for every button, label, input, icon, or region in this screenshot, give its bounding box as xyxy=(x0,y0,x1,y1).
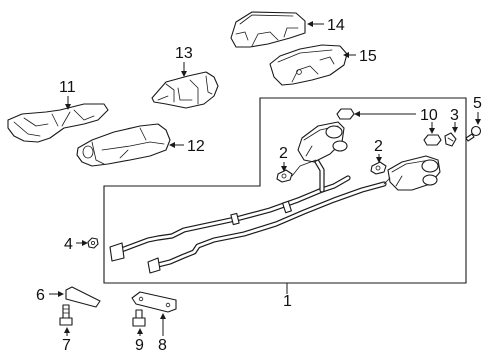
callout-4: 4 xyxy=(64,236,73,253)
heat-shield-center[interactable] xyxy=(151,71,219,109)
callout-11: 11 xyxy=(59,79,76,96)
callout-7: 7 xyxy=(62,337,71,354)
leader-lines xyxy=(49,21,481,336)
callout-13: 13 xyxy=(175,45,193,62)
stud[interactable] xyxy=(132,309,146,327)
callout-6: 6 xyxy=(36,287,45,304)
heat-shield-right[interactable] xyxy=(269,44,348,86)
exhaust-system-assembly[interactable] xyxy=(109,121,441,274)
callout-9: 9 xyxy=(135,337,144,354)
callout-5: 5 xyxy=(473,95,482,112)
tailpipe-bracket[interactable] xyxy=(444,132,457,147)
heat-shield-upper[interactable] xyxy=(230,11,306,48)
callout-labels: 1 2 2 3 4 5 6 7 8 9 10 11 12 13 14 15 xyxy=(36,17,482,354)
nut[interactable] xyxy=(87,237,99,249)
support-bracket[interactable] xyxy=(65,286,101,308)
callout-2-right: 2 xyxy=(374,138,383,155)
heat-shield-left-front[interactable] xyxy=(7,103,109,143)
bolt-lower-left[interactable] xyxy=(59,304,73,326)
callout-12: 12 xyxy=(187,138,205,155)
callout-2-left: 2 xyxy=(279,145,288,162)
bolt-with-washer[interactable] xyxy=(465,125,482,142)
heat-shield-left-rear[interactable] xyxy=(76,123,171,167)
callout-15: 15 xyxy=(359,48,377,65)
callout-8: 8 xyxy=(158,337,167,354)
callout-14: 14 xyxy=(327,17,345,34)
callout-10: 10 xyxy=(420,107,438,124)
rubber-insulator[interactable] xyxy=(336,108,442,146)
exhaust-hanger-left[interactable] xyxy=(276,169,293,183)
exhaust-hanger-right[interactable] xyxy=(370,161,387,175)
callout-1: 1 xyxy=(283,293,292,310)
strap-bracket[interactable] xyxy=(131,291,177,313)
callout-3: 3 xyxy=(450,107,459,124)
assembly-boundary xyxy=(103,97,467,284)
